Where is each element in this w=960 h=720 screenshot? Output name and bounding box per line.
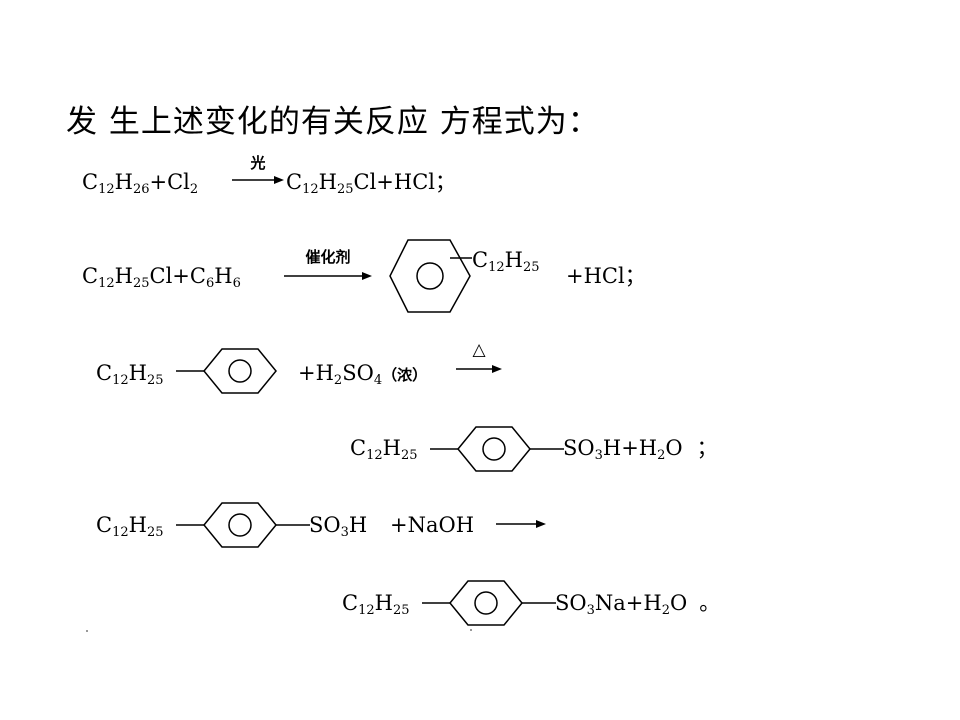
condition-heat: △ xyxy=(472,340,486,360)
benzene-ring-icon xyxy=(430,426,564,472)
equation-1-right: C12H25Cl+HCl； xyxy=(286,170,456,197)
scan-speck xyxy=(86,630,88,632)
page-title: 发 生上述变化的有关反应 方程式为： xyxy=(66,104,600,140)
benzene-ring-icon xyxy=(176,502,310,548)
reaction-arrow-2: 催化剂 xyxy=(284,246,372,286)
equation-3-reagent: +H2SO4（浓） xyxy=(298,361,428,388)
equation-4-reagent: +NaOH xyxy=(390,513,475,537)
equation-3-left: C12H25 xyxy=(96,361,164,388)
benzene-ring-icon xyxy=(389,239,472,313)
condition-catalyst: 催化剂 xyxy=(305,248,351,266)
equation-3-product-right: SO3H+H2O； xyxy=(563,436,718,463)
scan-speck xyxy=(470,629,472,631)
reaction-arrow-4 xyxy=(496,520,546,528)
benzene-ring-icon xyxy=(176,348,277,394)
equation-3-product-left: C12H25 xyxy=(350,436,418,463)
equation-4-left: C12H25 xyxy=(96,513,164,540)
benzene-ring-icon xyxy=(422,580,556,626)
equation-4-sulfonic: SO3H xyxy=(309,513,368,540)
reaction-arrow-3: △ xyxy=(456,340,502,378)
dodecyl-substituent: C12H25 xyxy=(472,248,540,275)
equation-2-right: +HCl； xyxy=(566,264,646,288)
reaction-arrow-1: 光 xyxy=(232,152,284,188)
equation-4-product-right: SO3Na+H2O。 xyxy=(555,591,721,618)
equation-4-product-left: C12H25 xyxy=(342,591,410,618)
condition-light: 光 xyxy=(250,154,266,172)
equation-2-left: C12H25Cl+C6H6 xyxy=(82,264,241,291)
equation-1-left: C12H26+Cl2 xyxy=(82,170,199,197)
